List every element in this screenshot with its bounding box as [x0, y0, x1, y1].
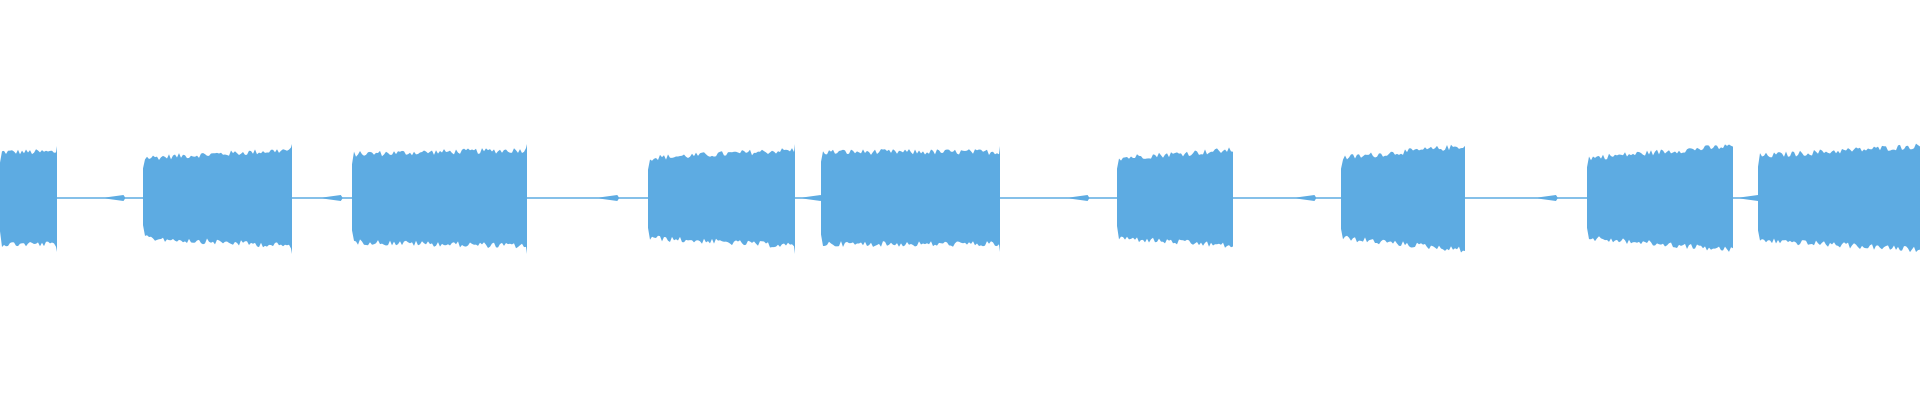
waveform-silence-gaps	[57, 195, 1760, 201]
silence-blip-3	[595, 195, 620, 201]
waveform-burst-7	[1341, 140, 1465, 258]
silence-blip-7	[1533, 195, 1558, 201]
silence-blip-6	[1292, 195, 1317, 201]
silence-blip-2	[318, 195, 343, 201]
waveform-burst-3	[352, 144, 527, 254]
waveform-burst-4	[648, 144, 795, 254]
waveform-burst-8	[1587, 140, 1733, 258]
waveform-burst-1	[0, 146, 57, 252]
waveform-burst-9	[1758, 140, 1920, 258]
waveform-burst-6	[1117, 144, 1233, 254]
silence-blip-1	[101, 195, 126, 201]
waveform-segments	[0, 140, 1920, 258]
silence-blip-4	[798, 195, 823, 201]
waveform-burst-5	[821, 146, 1000, 252]
silence-blip-8	[1736, 195, 1760, 201]
waveform-burst-2	[143, 144, 292, 254]
silence-blip-5	[1065, 195, 1090, 201]
